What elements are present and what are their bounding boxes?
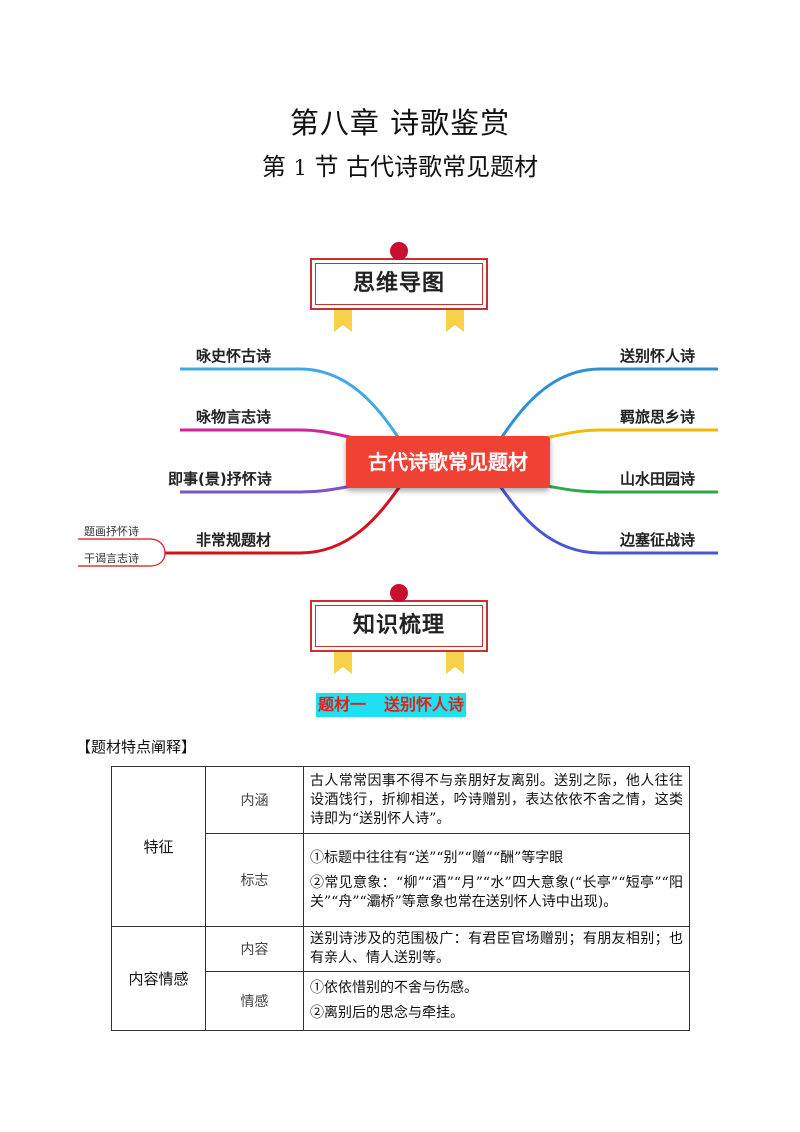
branch-line-farewell bbox=[498, 367, 718, 441]
topic-heading: 题材一送别怀人诗 bbox=[316, 693, 467, 717]
branch-line-unconventional bbox=[165, 485, 402, 555]
table-heading: 【题材特点阐释】 bbox=[76, 738, 197, 756]
mindmap-banner: 思维导图 bbox=[310, 242, 488, 332]
section-number: 1 bbox=[293, 156, 307, 180]
branch-label-object: 咏物言志诗 bbox=[196, 408, 272, 426]
ribbon-icon bbox=[334, 652, 352, 674]
row-text-neirong: 送别诗涉及的范围极广：有君臣官场赠别；有朋友相别；也有亲人、情人送别等。 bbox=[303, 926, 690, 972]
branch-line-homesick bbox=[529, 428, 718, 442]
row-cell-biaozhi: ①标题中往往有“送”“别”“赠”“酬”等字眼 ②常见意象：“柳”“酒”“月”“水… bbox=[303, 833, 690, 927]
chapter-title: 第八章 诗歌鉴赏 bbox=[289, 106, 511, 140]
table-row: 特征 内涵 古人常常因事不得不与亲朋好友离别。送别之际，他人往往设酒饯行，折柳相… bbox=[111, 766, 690, 927]
sub-branch-label-painting: 题画抒怀诗 bbox=[84, 525, 139, 538]
sub-branch-line-ganye bbox=[78, 552, 166, 567]
branch-label-history: 咏史怀古诗 bbox=[196, 347, 272, 365]
sub-branch-label-ganye: 干谒言志诗 bbox=[84, 552, 139, 565]
row-label-biaozhi: 标志 bbox=[205, 833, 304, 927]
branch-line-frontier bbox=[498, 485, 718, 555]
section-prefix: 第 bbox=[261, 153, 286, 181]
branch-line-object bbox=[180, 428, 369, 442]
row-label-neihan: 内涵 bbox=[205, 766, 304, 834]
table-row: 内容情感 内容 送别诗涉及的范围极广：有君臣官场赠别；有朋友相别；也有亲人、情人… bbox=[111, 926, 690, 1031]
topic-prefix: 题材一 bbox=[318, 695, 367, 714]
branch-label-scene: 即事(景)抒怀诗 bbox=[168, 470, 272, 488]
feature-table: 特征 内涵 古人常常因事不得不与亲朋好友离别。送别之际，他人往往设酒饯行，折柳相… bbox=[111, 766, 690, 1031]
row-text-biaozhi-1: ①标题中往往有“送”“别”“赠”“酬”等字眼 bbox=[310, 849, 564, 866]
table-row: 情感 ①依依惜别的不舍与伤感。 ②离别后的思念与牵挂。 bbox=[112, 971, 690, 1031]
topic-name: 送别怀人诗 bbox=[384, 695, 465, 714]
row-text-qinggan-1: ①依依惜别的不舍与伤感。 bbox=[310, 980, 478, 996]
branch-label-frontier: 边塞征战诗 bbox=[620, 531, 696, 549]
sub-branch-line-painting bbox=[78, 538, 166, 554]
red-pin-icon bbox=[390, 242, 408, 260]
knowledge-banner: 知识梳理 bbox=[310, 584, 488, 674]
ribbon-icon bbox=[446, 652, 464, 674]
branch-label-landscape: 山水田园诗 bbox=[620, 470, 696, 488]
banner-frame bbox=[310, 600, 488, 652]
branch-label-homesick: 羁旅思乡诗 bbox=[620, 408, 696, 426]
row-label-qinggan: 情感 bbox=[205, 971, 304, 1031]
row-cell-qinggan: ①依依惜别的不舍与伤感。 ②离别后的思念与牵挂。 bbox=[303, 971, 690, 1031]
ribbon-icon bbox=[334, 310, 352, 332]
red-pin-icon bbox=[390, 584, 408, 602]
section-name: 节 古代诗歌常见题材 bbox=[314, 153, 539, 181]
knowledge-banner-label: 知识梳理 bbox=[352, 613, 445, 638]
mindmap-center-node: 古代诗歌常见题材 bbox=[346, 436, 550, 488]
branch-label-farewell: 送别怀人诗 bbox=[620, 347, 696, 365]
branch-label-unconventional: 非常规题材 bbox=[196, 531, 272, 549]
category-feature: 特征 bbox=[111, 766, 206, 927]
row-text-biaozhi-2: ②常见意象：“柳”“酒”“月”“水”四大意象(“长亭”“短亭”“阳关”“舟”“灞… bbox=[310, 874, 683, 910]
category-content-emotion: 内容情感 bbox=[111, 926, 206, 1031]
row-label-neirong: 内容 bbox=[205, 926, 304, 972]
banner-inner-frame bbox=[315, 263, 483, 305]
banner-inner-frame bbox=[315, 605, 483, 647]
section-title: 第 1 节 古代诗歌常见题材 bbox=[0, 147, 800, 182]
branch-line-history bbox=[180, 367, 402, 441]
row-text-neihan: 古人常常因事不得不与亲朋好友离别。送别之际，他人往往设酒饯行，折柳相送，吟诗赠别… bbox=[303, 766, 690, 834]
ribbon-icon bbox=[446, 310, 464, 332]
mindmap-banner-label: 思维导图 bbox=[352, 271, 445, 296]
row-text-qinggan-2: ②离别后的思念与牵挂。 bbox=[310, 1005, 464, 1021]
